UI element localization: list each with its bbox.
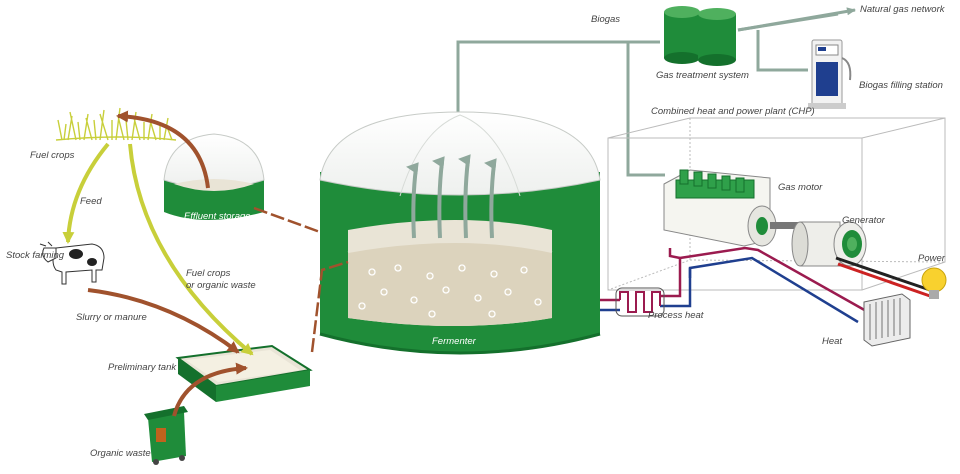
gas-treatment-system	[664, 6, 736, 66]
label-biogas-filling-station: Biogas filling station	[859, 80, 943, 91]
chp-enclosure	[607, 117, 946, 291]
generator	[791, 221, 867, 267]
power-cables	[835, 256, 931, 298]
label-gas-treatment-system: Gas treatment system	[656, 70, 749, 81]
label-biogas: Biogas	[591, 14, 620, 25]
light-bulb-icon	[921, 267, 947, 299]
label-slurry-or-manure: Slurry or manure	[76, 312, 147, 323]
gas-motor	[663, 169, 804, 247]
rising-biogas-arrows	[406, 154, 497, 239]
label-fermenter: Fermenter	[432, 336, 477, 347]
biogas-filling-station	[808, 39, 852, 109]
radiator-icon	[863, 293, 911, 347]
label-preliminary-tank: Preliminary tank	[108, 362, 177, 373]
label-fuel-crops-or-waste-2: or organic waste	[186, 280, 256, 291]
effluent-storage	[163, 133, 265, 220]
label-effluent-storage: Effluent storage	[184, 211, 251, 222]
preliminary-tank	[175, 344, 313, 402]
label-chp: Combined heat and power plant (CHP)	[651, 106, 815, 117]
label-organic-waste: Organic waste	[90, 448, 151, 459]
label-fuel-crops-or-waste-1: Fuel crops	[186, 268, 231, 279]
label-feed: Feed	[80, 196, 102, 207]
label-natural-gas-network: Natural gas network	[860, 4, 946, 15]
fuel-crops-grass	[55, 107, 177, 141]
label-fuel-crops: Fuel crops	[30, 150, 75, 161]
label-generator: Generator	[842, 215, 886, 226]
label-power: Power	[918, 253, 946, 264]
label-stock-farming: Stock farming	[6, 250, 65, 261]
biogas-pipe	[456, 7, 856, 177]
label-heat: Heat	[822, 336, 842, 347]
process-heat-exchanger	[615, 287, 665, 317]
fermenter	[319, 111, 601, 355]
cow-icon	[39, 241, 105, 285]
label-gas-motor: Gas motor	[778, 182, 823, 193]
flow-arrows	[62, 110, 254, 417]
label-process-heat: Process heat	[648, 310, 704, 321]
slurry-pipes	[253, 206, 349, 353]
